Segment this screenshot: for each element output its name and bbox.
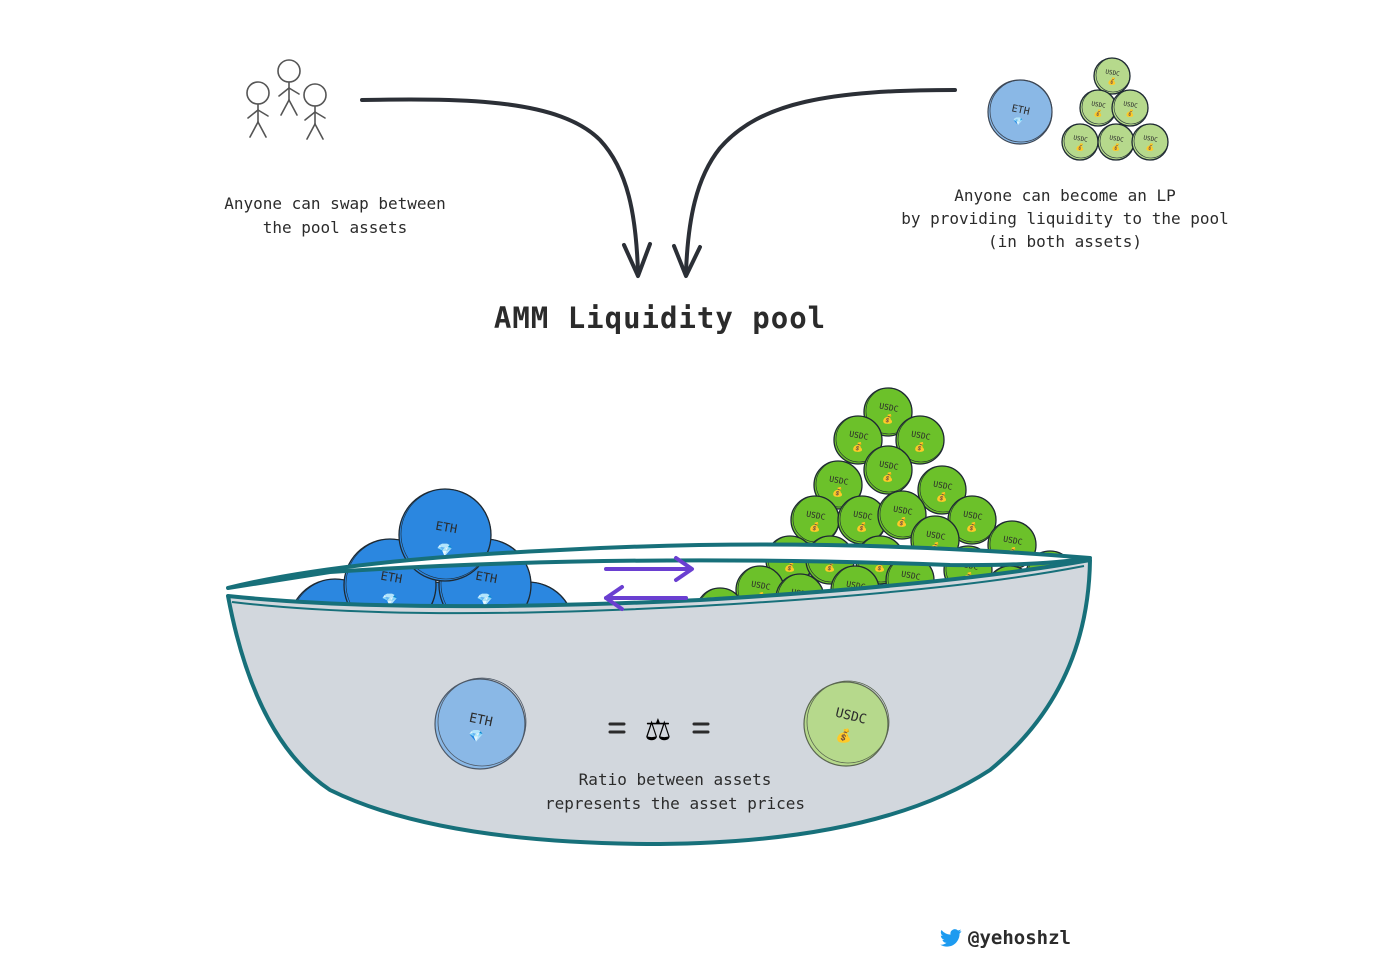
bowl-rim [226, 542, 1092, 590]
twitter-bird-icon [940, 929, 962, 947]
pool-usdc-token: USDC💰 [895, 415, 945, 465]
svg-text:USDC: USDC [925, 530, 946, 542]
svg-text:USDC: USDC [750, 580, 771, 592]
svg-text:💰: 💰 [896, 516, 907, 528]
svg-text:💰: 💰 [824, 561, 835, 573]
ratio-caption: Ratio between assets represents the asse… [544, 770, 806, 813]
svg-text:USDC: USDC [878, 402, 899, 414]
svg-text:ETH: ETH [1011, 103, 1031, 118]
pool-usdc-token: USDC💰 [833, 415, 883, 465]
bowl-body [226, 558, 1092, 846]
lp-caption: Anyone can become an LP by providing liq… [901, 186, 1229, 251]
svg-text:USDC: USDC [1123, 100, 1139, 109]
svg-text:💰: 💰 [936, 491, 947, 503]
lp-usdc-token: USDC💰 [1131, 123, 1169, 161]
svg-text:💰: 💰 [1076, 143, 1085, 152]
lp-usdc-tokens: USDC💰USDC💰USDC💰USDC💰USDC💰USDC💰 [1061, 57, 1169, 161]
svg-text:ETH: ETH [379, 569, 403, 587]
svg-text:USDC: USDC [900, 570, 921, 582]
svg-text:💰: 💰 [1094, 109, 1103, 118]
svg-text:USDC: USDC [852, 510, 873, 522]
twitter-handle[interactable]: @yehoshzl [940, 922, 1071, 954]
lp-usdc-token: USDC💰 [1079, 89, 1117, 127]
svg-text:💎: 💎 [1013, 117, 1023, 126]
svg-text:💰: 💰 [1108, 77, 1117, 86]
svg-text:USDC: USDC [1109, 134, 1125, 143]
lp-eth-token: ETH 💎 [987, 79, 1053, 145]
pool-usdc-token: USDC💰 [917, 465, 967, 515]
lp-flow-arrowhead [672, 244, 702, 278]
swap-arrows-icon [604, 556, 694, 611]
lp-usdc-token: USDC💰 [1097, 123, 1135, 161]
lp-flow-arrow [684, 88, 957, 274]
svg-text:USDC: USDC [828, 475, 849, 487]
svg-text:USDC: USDC [834, 706, 868, 728]
svg-text:USDC: USDC [1091, 100, 1107, 109]
lp-usdc-token: USDC💰 [1093, 57, 1131, 95]
svg-text:💰: 💰 [1146, 143, 1155, 152]
svg-text:USDC: USDC [848, 430, 869, 442]
svg-text:USDC: USDC [910, 430, 931, 442]
svg-text:💰: 💰 [1126, 109, 1135, 118]
svg-text:ETH: ETH [468, 711, 494, 731]
pool-usdc-token: USDC💰 [863, 445, 913, 495]
equals-left-icon [608, 722, 626, 734]
svg-text:💰: 💰 [852, 441, 863, 453]
svg-text:USDC: USDC [878, 460, 899, 472]
lp-usdc-token: USDC💰 [1111, 89, 1149, 127]
svg-text:💎: 💎 [469, 729, 484, 743]
svg-text:💰: 💰 [832, 486, 843, 498]
stick-figures-icon [246, 59, 327, 140]
svg-text:USDC: USDC [805, 510, 826, 522]
svg-text:USDC: USDC [1105, 68, 1121, 77]
swap-flow-arrowhead [622, 242, 652, 278]
svg-text:ETH: ETH [434, 519, 458, 537]
svg-text:💰: 💰 [809, 521, 820, 533]
svg-text:💰: 💰 [874, 561, 885, 573]
svg-text:USDC: USDC [1143, 134, 1159, 143]
svg-text:USDC: USDC [1002, 535, 1023, 547]
lp-usdc-token: USDC💰 [1061, 123, 1099, 161]
swap-flow-arrow [360, 97, 640, 274]
ratio-usdc-token: USDC 💰 [803, 680, 890, 767]
pool-usdc-token: USDC💰 [813, 460, 863, 510]
svg-text:💰: 💰 [784, 561, 795, 573]
pool-usdc-token: USDC💰 [947, 495, 997, 545]
svg-text:💰: 💰 [882, 413, 893, 425]
svg-text:💰: 💰 [966, 521, 977, 533]
equals-right-icon [692, 722, 710, 734]
svg-text:💰: 💰 [882, 471, 893, 483]
svg-text:USDC: USDC [962, 510, 983, 522]
svg-text:💰: 💰 [836, 728, 852, 744]
svg-text:💰: 💰 [914, 441, 925, 453]
pool-usdc-token: USDC💰 [877, 490, 927, 540]
svg-text:💰: 💰 [856, 521, 867, 533]
svg-text:💰: 💰 [1112, 143, 1121, 152]
svg-text:ETH: ETH [474, 569, 498, 587]
svg-text:💎: 💎 [477, 592, 493, 607]
svg-text:USDC: USDC [932, 480, 953, 492]
svg-text:💎: 💎 [437, 542, 453, 557]
scales-icon: ⚖ [645, 714, 672, 747]
pool-title: AMM Liquidity pool [493, 301, 827, 335]
pool-usdc-token: USDC💰 [837, 495, 887, 545]
svg-text:USDC: USDC [892, 505, 913, 517]
twitter-handle-text: @yehoshzl [968, 927, 1071, 949]
swap-caption: Anyone can swap between the pool assets [224, 194, 446, 237]
svg-text:USDC: USDC [1073, 134, 1089, 143]
ratio-eth-token: ETH 💎 [434, 677, 527, 770]
